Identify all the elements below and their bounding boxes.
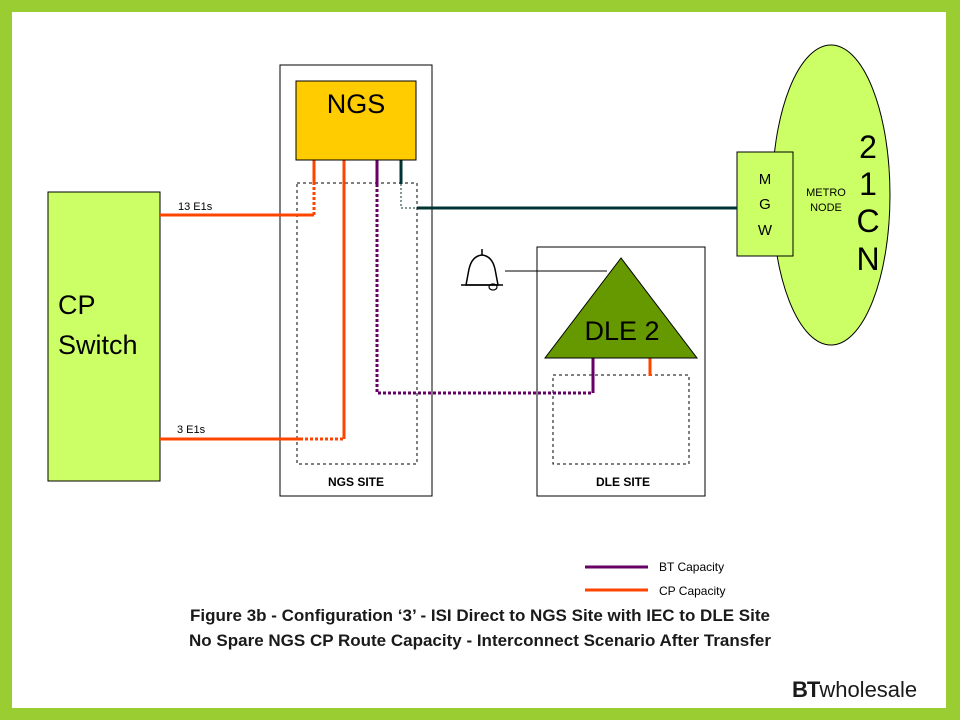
mgw-letter-m: M <box>759 171 772 188</box>
bell-icon <box>461 249 503 291</box>
ngs-site-inner-dashed <box>296 182 418 465</box>
dle-site-inner-dashed <box>552 374 690 465</box>
icn-letter-n: N <box>856 241 879 277</box>
metro-node-label-1: METRO <box>806 187 846 199</box>
brand-bt: BT <box>792 677 820 702</box>
legend-bt-label: BT Capacity <box>659 560 724 574</box>
icn-letter-1: 1 <box>859 166 877 202</box>
caption-line-1: Figure 3b - Configuration ‘3’ - ISI Dire… <box>190 606 770 625</box>
dle-site-box <box>536 246 706 497</box>
dle-triangle <box>543 257 699 359</box>
ngs-site-box <box>279 64 433 497</box>
link-label-3e1s: 3 E1s <box>177 424 206 436</box>
mgw-letter-w: W <box>758 222 773 239</box>
bt-link-dotted <box>375 184 593 395</box>
mgw-letter-g: G <box>759 196 771 213</box>
ngs-box <box>295 80 417 161</box>
cp-switch-label-2: Switch <box>58 330 138 360</box>
brand-wholesale: wholesale <box>819 677 918 702</box>
ngs-site-label: NGS SITE <box>328 475 384 489</box>
bt-wholesale-logo: BTwholesale <box>792 677 917 703</box>
caption-line-2: No Spare NGS CP Route Capacity - Interco… <box>189 631 771 650</box>
dark-link-dotted <box>400 184 417 209</box>
mgw-box <box>736 151 794 257</box>
ngs-label: NGS <box>327 89 386 119</box>
icn-letter-c: C <box>856 203 879 239</box>
dle-site-label: DLE SITE <box>596 475 650 489</box>
cp-switch-label-1: CP <box>58 290 96 320</box>
dle-label: DLE 2 <box>584 316 659 346</box>
link-label-13e1s: 13 E1s <box>178 201 213 213</box>
cp-switch-box <box>47 191 161 482</box>
icn-letter-2: 2 <box>859 129 877 165</box>
metro-node-label-2: NODE <box>810 202 842 214</box>
legend-cp-label: CP Capacity <box>659 584 725 598</box>
